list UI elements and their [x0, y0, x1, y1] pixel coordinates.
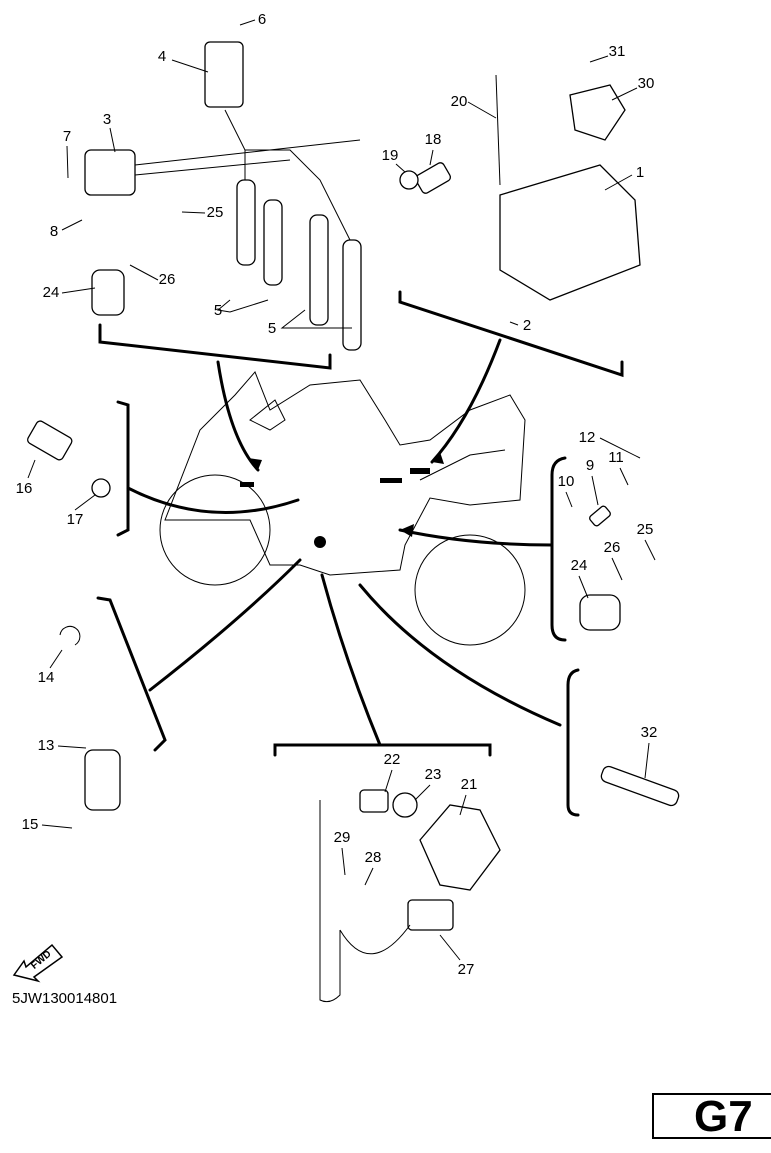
callout: 18: [425, 131, 442, 148]
callout: 24: [571, 557, 588, 574]
callout: 5: [268, 320, 276, 337]
plate-21: [419, 804, 501, 891]
ecu-1: [499, 164, 641, 301]
page-id-box: G7: [652, 1093, 771, 1139]
sensor-24b: [579, 594, 621, 631]
callout: 25: [637, 521, 654, 538]
callout: 20: [451, 93, 468, 110]
callout: 19: [382, 147, 399, 164]
callout: 28: [365, 849, 382, 866]
callout: 11: [608, 449, 624, 466]
callout: 30: [638, 75, 655, 92]
solenoid-13: [84, 749, 121, 811]
callout: 1: [636, 164, 644, 181]
callout: 16: [16, 480, 33, 497]
callout: 23: [425, 766, 442, 783]
callout: 8: [50, 223, 58, 240]
callout: 6: [258, 11, 266, 28]
callout: 15: [22, 816, 39, 833]
callout: 25: [207, 204, 224, 221]
sensor-27: [407, 899, 454, 931]
group-brackets: [96, 290, 624, 817]
fwd-arrow-icon: FWD: [12, 943, 64, 983]
drawing-code: 5JW130014801: [12, 990, 118, 1007]
callout: 24: [43, 284, 60, 301]
sensor-18: [414, 162, 452, 194]
callout: 7: [63, 128, 71, 145]
ignition-coil-3: [84, 149, 136, 196]
callout: 13: [38, 737, 55, 754]
parts: [26, 41, 680, 1003]
callout: 26: [604, 539, 621, 556]
callout: 10: [558, 473, 575, 490]
leader-lines: [27, 19, 656, 961]
callout: 21: [461, 776, 478, 793]
o2-sensor-32: [600, 765, 680, 807]
callout: 3: [103, 111, 111, 128]
ignition-coil-4: [204, 41, 244, 108]
callout: 22: [384, 751, 401, 768]
motorcycle-outline: [159, 371, 526, 646]
sensor-16: [26, 420, 73, 461]
callout-labels: 6 4 3 7 25 8 26 24 5 5 20 19 18 31 30 1 …: [16, 11, 658, 978]
connector-lines: [126, 338, 562, 747]
callout: 12: [579, 429, 596, 446]
callout: 14: [38, 669, 55, 686]
sensor-30: [569, 84, 626, 141]
callout: 5: [214, 302, 222, 319]
callout: 9: [586, 457, 594, 474]
callout: 17: [67, 511, 84, 528]
sensor-24: [91, 269, 125, 316]
callout: 31: [609, 43, 626, 60]
callout: 32: [641, 724, 658, 741]
callout: 26: [159, 271, 176, 288]
callout: 29: [334, 829, 351, 846]
callout: 27: [458, 961, 475, 978]
callout: 2: [523, 317, 531, 334]
callout: 4: [158, 48, 166, 65]
